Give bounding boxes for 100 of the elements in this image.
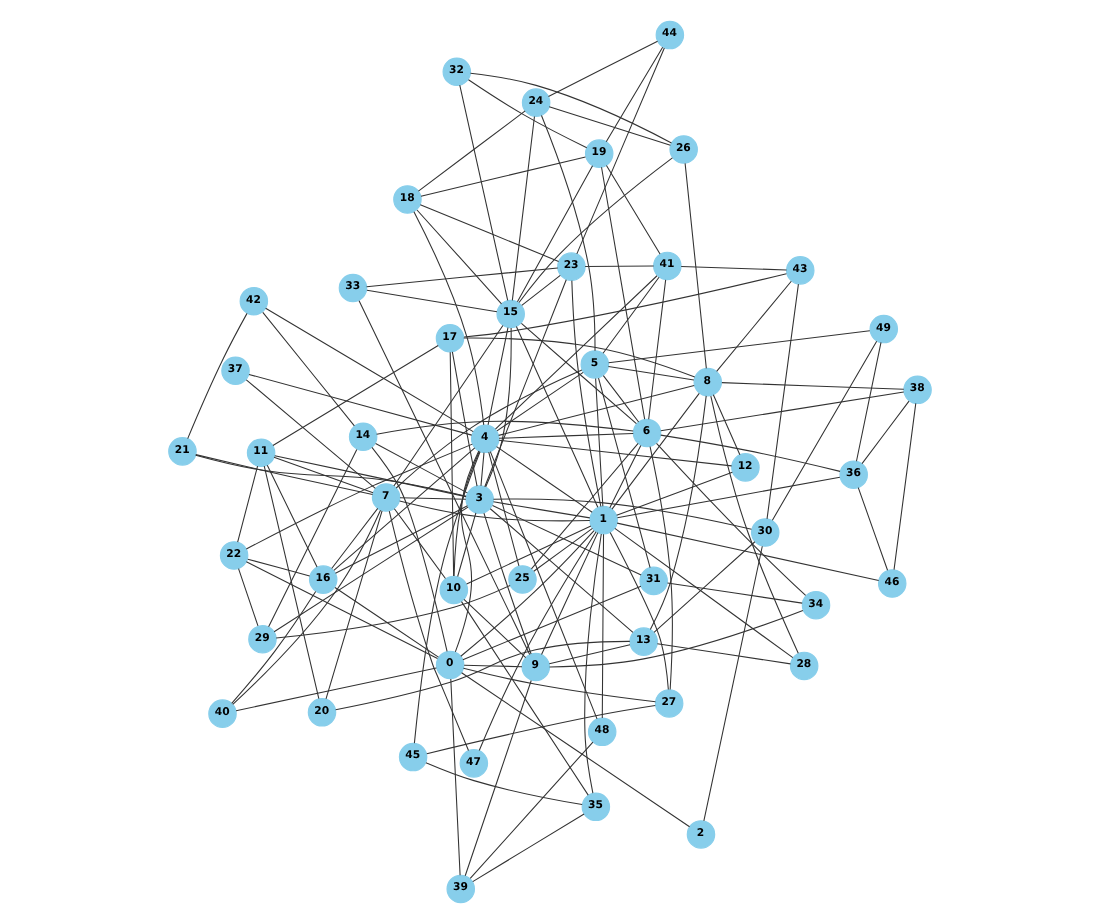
connector xyxy=(463,273,788,338)
connector xyxy=(366,289,498,313)
connector xyxy=(771,340,878,521)
connector xyxy=(467,79,588,149)
connector xyxy=(518,157,673,304)
connector xyxy=(533,527,593,572)
connector xyxy=(487,327,509,426)
connector xyxy=(601,533,605,719)
connector xyxy=(231,591,317,704)
connector xyxy=(540,115,596,352)
connector xyxy=(496,446,593,513)
connector xyxy=(275,584,511,639)
connector xyxy=(684,162,707,369)
connector xyxy=(489,508,634,633)
connector xyxy=(247,558,311,577)
connector xyxy=(472,813,585,883)
connector xyxy=(457,512,477,578)
connector xyxy=(649,395,707,630)
connector xyxy=(413,451,481,744)
connector xyxy=(648,279,667,420)
connector xyxy=(492,505,642,576)
connector xyxy=(268,448,358,628)
connector xyxy=(272,344,439,447)
connector xyxy=(333,447,476,571)
connector xyxy=(656,643,792,665)
connector xyxy=(498,432,634,439)
connector xyxy=(451,351,478,487)
connector xyxy=(611,392,700,510)
connector xyxy=(712,394,741,456)
connector xyxy=(855,341,882,462)
connector xyxy=(245,443,473,550)
connector xyxy=(335,640,631,711)
connector xyxy=(516,165,594,303)
connector xyxy=(489,451,598,720)
connector xyxy=(666,582,803,604)
connector xyxy=(716,280,792,372)
connector xyxy=(515,326,599,508)
connector xyxy=(492,501,591,519)
connector xyxy=(334,586,439,658)
connector xyxy=(463,664,523,668)
connector xyxy=(469,72,672,144)
connector xyxy=(609,444,642,509)
connector xyxy=(861,400,910,465)
connector xyxy=(371,446,448,652)
connector xyxy=(331,507,379,570)
connector xyxy=(521,274,561,306)
connector xyxy=(605,165,661,255)
connector xyxy=(649,446,673,690)
connector xyxy=(766,283,799,520)
connector xyxy=(466,525,592,585)
connector xyxy=(710,395,799,654)
connector xyxy=(417,110,526,192)
connector xyxy=(660,391,905,432)
connector xyxy=(454,450,480,653)
connector xyxy=(541,532,599,656)
connector xyxy=(263,465,320,700)
connector xyxy=(511,116,535,301)
connector xyxy=(656,442,807,596)
connector xyxy=(195,454,467,497)
connector xyxy=(469,741,594,879)
connector xyxy=(195,454,374,496)
connector xyxy=(425,762,583,806)
connector xyxy=(496,371,584,432)
connector xyxy=(453,451,480,577)
connector xyxy=(483,512,532,655)
connector xyxy=(608,330,871,364)
connector xyxy=(460,530,595,657)
connector xyxy=(325,510,383,700)
connector xyxy=(393,508,446,579)
connector xyxy=(607,366,695,381)
connector xyxy=(614,527,794,659)
connector xyxy=(238,568,259,627)
connector xyxy=(703,545,763,822)
connector xyxy=(462,667,656,703)
connector xyxy=(463,598,527,659)
connector xyxy=(857,487,889,571)
connector xyxy=(232,509,382,705)
connector xyxy=(653,541,756,633)
connector xyxy=(498,439,733,467)
connector xyxy=(235,667,437,712)
connector xyxy=(893,402,917,571)
connector xyxy=(450,678,461,876)
connector xyxy=(416,209,503,305)
connector xyxy=(616,471,733,516)
connector xyxy=(449,351,455,577)
connector xyxy=(584,265,655,268)
connector xyxy=(376,420,634,435)
connector xyxy=(274,455,467,498)
connector xyxy=(237,465,259,543)
connector xyxy=(463,337,696,378)
connector xyxy=(680,265,788,271)
connector xyxy=(334,505,469,574)
connector xyxy=(598,377,651,569)
connector xyxy=(413,211,485,426)
connector xyxy=(366,267,559,288)
connector xyxy=(485,327,512,488)
connector xyxy=(459,84,509,301)
connector xyxy=(492,498,752,530)
connector xyxy=(498,385,695,436)
connector xyxy=(520,322,637,425)
